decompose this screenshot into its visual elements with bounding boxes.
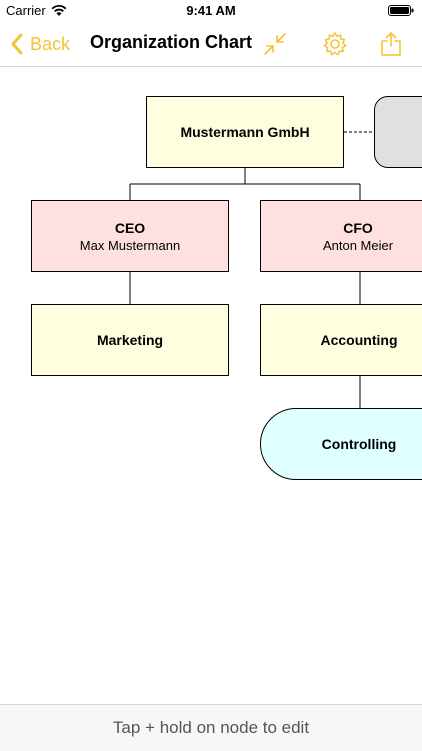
accounting-node[interactable]: Accounting [260,304,422,376]
marketing-node[interactable]: Marketing [31,304,229,376]
controlling-node-title: Controlling [321,436,397,452]
collapse-button[interactable] [262,31,288,57]
gear-icon [323,31,347,56]
settings-button[interactable] [322,31,348,57]
ceo-node[interactable]: CEO Max Mustermann [31,200,229,272]
accounting-node-title: Accounting [320,332,398,348]
ceo-node-name: Max Mustermann [79,237,181,253]
marketing-node-title: Marketing [96,332,164,348]
company-node-title: Mustermann GmbH [180,124,310,140]
connector-lines [129,131,376,408]
ceo-node-title: CEO [114,219,146,236]
cfo-node[interactable]: CFO Anton Meier [260,200,422,272]
company-node[interactable]: Mustermann GmbH [146,96,344,168]
navigation-bar: Back Organization Chart [0,22,422,67]
share-icon [381,32,401,56]
footer-hint: Tap + hold on node to edit [0,704,422,751]
cfo-node-title: CFO [343,219,373,236]
carrier-label: Carrier [6,3,46,18]
battery-icon [388,5,414,16]
side-node[interactable] [374,96,422,168]
wifi-icon [51,4,67,16]
footer-hint-text: Tap + hold on node to edit [112,718,310,737]
back-button[interactable]: Back [10,30,70,58]
share-button[interactable] [378,31,404,57]
chevron-left-icon [11,33,23,55]
controlling-node[interactable]: Controlling [260,408,422,480]
org-chart-canvas[interactable]: Mustermann GmbH CEO Max Mustermann CFO A… [0,66,422,704]
cfo-node-name: Anton Meier [322,237,394,253]
collapse-icon [264,33,286,55]
clock: 9:41 AM [186,3,236,18]
status-bar: Carrier 9:41 AM [0,0,422,22]
back-label: Back [30,33,71,54]
page-title: Organization Chart [90,32,253,52]
